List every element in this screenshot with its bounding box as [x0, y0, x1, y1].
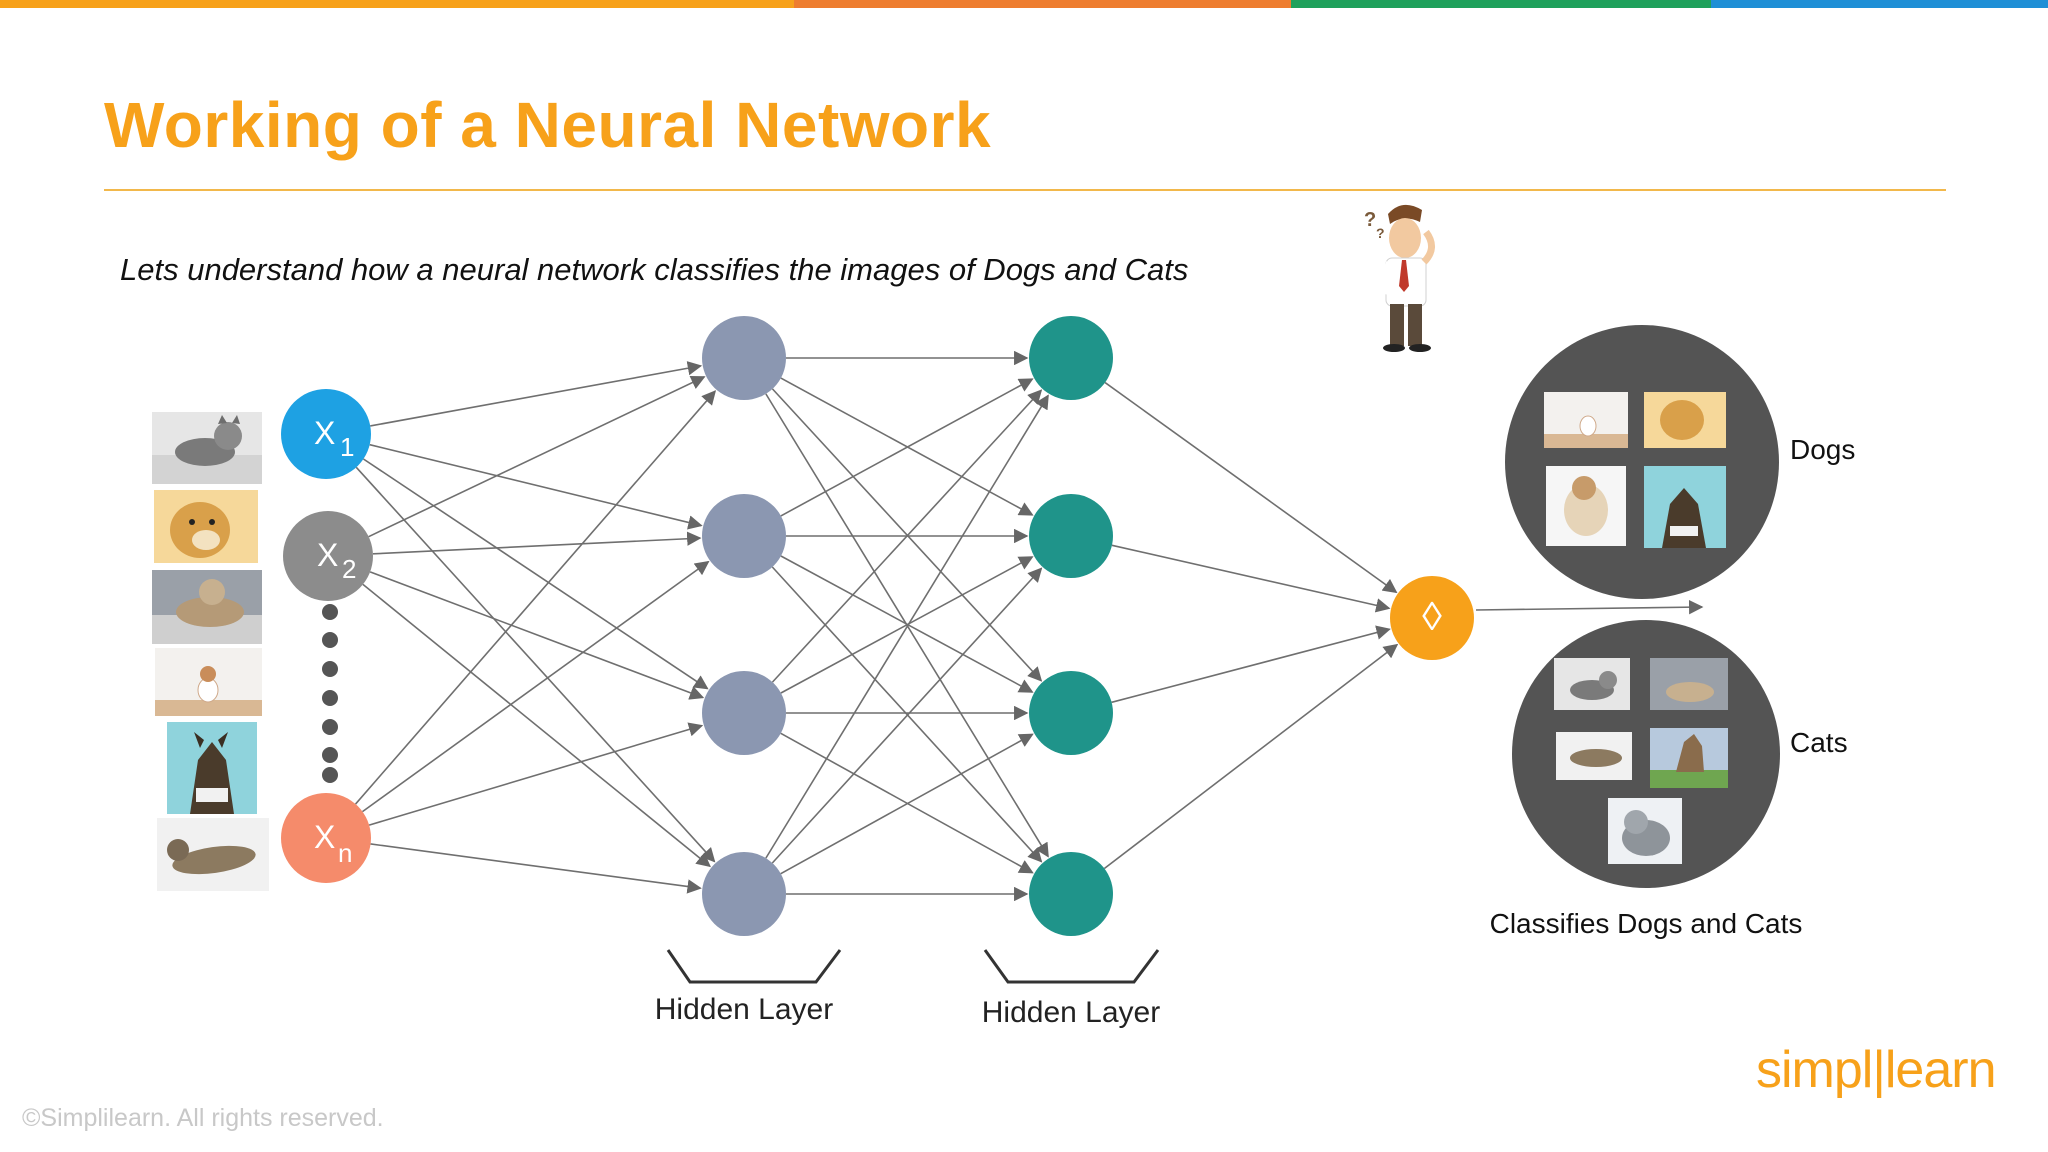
connection-25 — [771, 567, 1043, 864]
slide-title: Working of a Neural Network — [104, 89, 992, 161]
connection-24 — [765, 394, 1049, 859]
hidden1-node-3 — [702, 671, 786, 755]
input-label-x2-sub: 2 — [342, 554, 356, 584]
connection-9 — [362, 560, 710, 813]
network-connections — [354, 350, 1399, 902]
simplilearn-logo: simpl|learn — [1756, 1040, 1996, 1100]
input-image-cat-3 — [157, 818, 269, 891]
slide-subtitle: Lets understand how a neural network cla… — [120, 252, 1189, 287]
hidden2-node-4 — [1029, 852, 1113, 936]
connection-14 — [771, 388, 1043, 682]
input-image-dog-1 — [154, 490, 258, 563]
cats-cluster-image-1 — [1554, 658, 1630, 710]
input-layer: X 1 X 2 X n — [281, 389, 373, 883]
connection-28 — [1104, 381, 1398, 594]
copyright-footer: ©Simplilearn. All rights reserved. — [22, 1104, 384, 1132]
connection-4 — [368, 375, 706, 538]
bar-segment-darkorange — [794, 0, 1291, 8]
input-label-xn-sub: n — [338, 838, 352, 868]
connection-2 — [362, 458, 709, 690]
input-node-x1 — [281, 389, 371, 479]
hidden2-node-3 — [1029, 671, 1113, 755]
bar-segment-orange — [0, 0, 794, 8]
connection-6 — [369, 571, 705, 700]
logo-separator: | — [1872, 1041, 1885, 1099]
bar-segment-green — [1291, 0, 1711, 8]
svg-text:?: ? — [1364, 209, 1376, 231]
dogs-cluster-image-4 — [1644, 466, 1726, 548]
connection-10 — [368, 722, 704, 826]
input-label-xn-var: X — [314, 819, 335, 855]
connection-7 — [362, 583, 711, 868]
input-image-cat-2 — [152, 570, 262, 644]
hidden-layer-2 — [1029, 316, 1113, 936]
connection-3 — [355, 466, 716, 863]
connection-20 — [771, 389, 1043, 683]
ellipsis-dots — [322, 604, 338, 783]
dogs-cluster-image-3 — [1546, 466, 1626, 546]
input-label-x1-sub: 1 — [340, 432, 354, 462]
hidden-layer-1 — [702, 316, 786, 936]
hidden-layer-1-bracket — [666, 949, 842, 984]
classification-caption: Classifies Dogs and Cats — [1490, 908, 1803, 939]
dogs-cluster-image-2 — [1644, 392, 1726, 448]
input-node-xn — [281, 793, 371, 883]
cats-cluster-image-2 — [1650, 658, 1728, 710]
dogs-cluster — [1505, 325, 1779, 599]
svg-text:?: ? — [1376, 225, 1385, 241]
cats-cluster-image-5 — [1608, 798, 1682, 864]
input-label-x1-var: X — [314, 415, 335, 451]
connection-30 — [1111, 625, 1391, 704]
top-color-bar — [0, 0, 2048, 8]
connection-16 — [780, 378, 1034, 517]
hidden2-node-2 — [1029, 494, 1113, 578]
connection-11 — [370, 843, 702, 894]
hidden-layer-2-label: Hidden Layer — [982, 996, 1160, 1029]
input-image-cat-1 — [152, 412, 262, 484]
input-image-stack — [152, 412, 269, 891]
connection-0 — [370, 361, 703, 427]
logo-text-right: learn — [1884, 1041, 1997, 1099]
bar-segment-blue — [1711, 0, 2048, 8]
connection-18 — [780, 555, 1034, 693]
connection-8 — [354, 390, 717, 805]
logo-text-left: simpl — [1756, 1041, 1873, 1099]
connection-29 — [1111, 544, 1391, 613]
hidden-layer-1-label: Hidden Layer — [655, 993, 833, 1026]
hidden1-node-2 — [702, 494, 786, 578]
output-arrow — [1475, 599, 1704, 615]
connection-13 — [780, 377, 1034, 516]
hidden-layer-2-bracket — [983, 949, 1160, 984]
connection-19 — [771, 566, 1043, 863]
hidden1-node-1 — [702, 316, 786, 400]
connection-23 — [780, 732, 1034, 874]
cats-cluster-image-4 — [1650, 728, 1728, 788]
dogs-label: Dogs — [1790, 434, 1855, 465]
connection-31 — [1103, 643, 1399, 870]
dogs-cluster-image-1 — [1544, 392, 1628, 448]
connection-5 — [372, 531, 702, 555]
input-node-x2 — [283, 511, 373, 601]
connection-21 — [780, 556, 1034, 694]
cats-cluster — [1512, 620, 1780, 888]
confused-person-icon: ? ? — [1364, 204, 1435, 352]
title-divider — [104, 189, 1946, 191]
cats-cluster-image-3 — [1556, 732, 1632, 780]
output-node-symbol: ◊ — [1422, 595, 1442, 639]
cats-label: Cats — [1790, 727, 1848, 758]
hidden2-node-1 — [1029, 316, 1113, 400]
input-image-dog-3 — [167, 722, 257, 814]
input-label-x2-var: X — [317, 537, 338, 573]
output-node — [1390, 576, 1474, 660]
connection-1 — [369, 443, 703, 530]
connection-26 — [780, 733, 1034, 875]
hidden1-node-4 — [702, 852, 786, 936]
input-image-dog-2 — [155, 648, 262, 716]
